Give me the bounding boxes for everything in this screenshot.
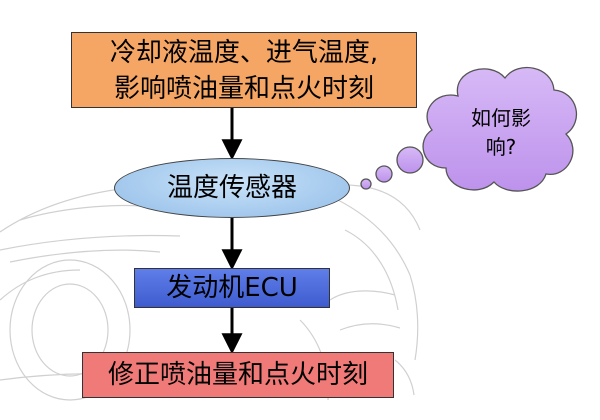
temperature-sensor-node: 温度传感器 [114,158,350,218]
thought-cloud [360,67,577,192]
engine-ecu-box: 发动机ECU [134,268,330,308]
correction-output-box: 修正喷油量和点火时刻 [82,352,394,398]
thought-cloud-line-1: 如何影 [471,106,531,130]
temperature-sensor-label: 温度传感器 [166,173,297,203]
input-conditions-line-2: 影响喷油量和点火时刻 [113,74,374,104]
engine-ecu-label: 发动机ECU [166,273,298,303]
correction-output-label: 修正喷油量和点火时刻 [107,360,368,390]
input-conditions-line-1: 冷却液温度、进气温度, [109,38,379,68]
input-conditions-box: 冷却液温度、进气温度, 影响喷油量和点火时刻 [71,32,417,108]
thought-cloud-text: 如何影 响? [453,104,549,162]
thought-cloud-line-2: 响? [485,135,517,159]
